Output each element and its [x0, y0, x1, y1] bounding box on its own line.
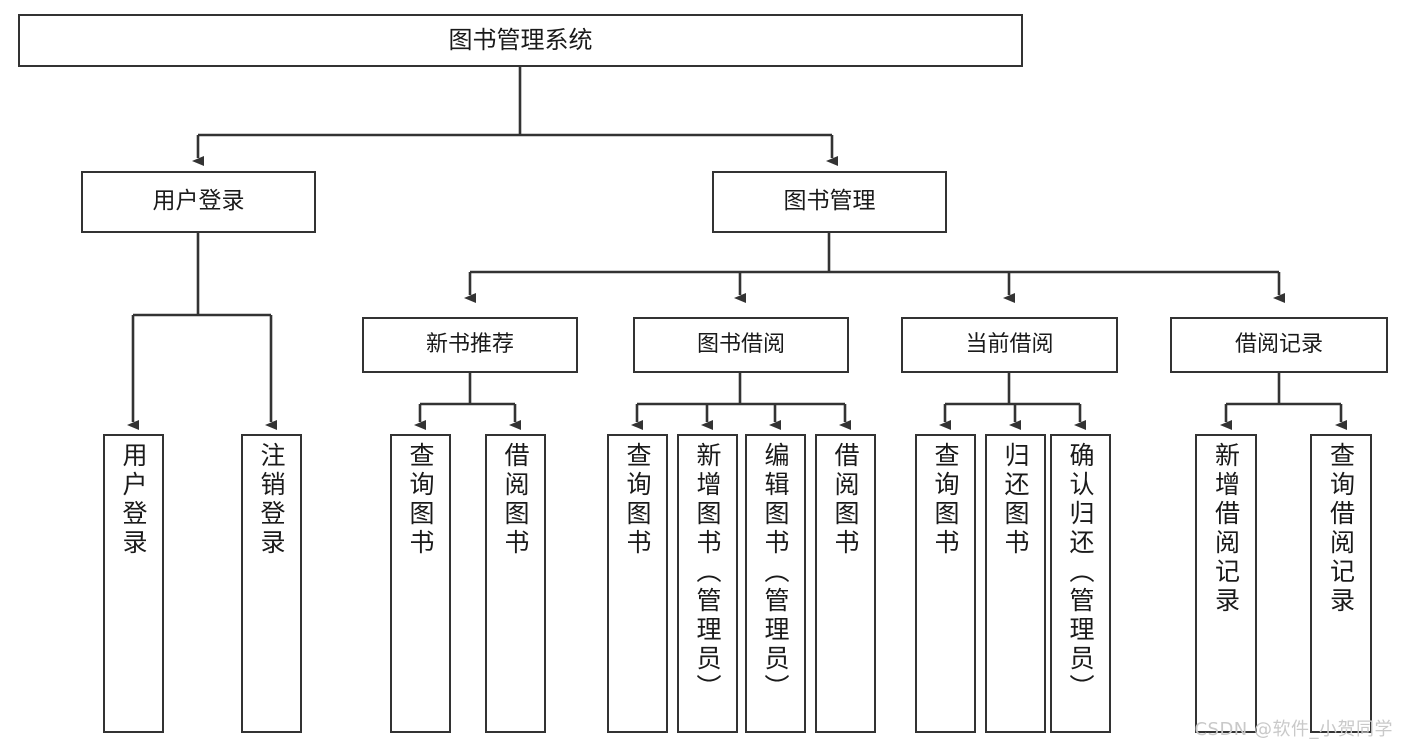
node-book-management-system[interactable]: 图书管理系统	[18, 14, 1023, 67]
leaf-add-borrow-record[interactable]: 新增借阅记录	[1195, 434, 1257, 733]
node-new-book-recommend[interactable]: 新书推荐	[362, 317, 578, 373]
node-label: 注销登录	[257, 442, 286, 558]
node-label: 查询图书	[623, 442, 652, 558]
node-label: 用户登录	[152, 188, 245, 215]
leaf-borrow-book-1[interactable]: 借阅图书	[485, 434, 546, 733]
node-book-manage[interactable]: 图书管理	[712, 171, 947, 233]
node-user-login[interactable]: 用户登录	[81, 171, 316, 233]
node-label: 编辑图书（管理员）	[761, 442, 790, 703]
node-label: 归还图书	[1001, 442, 1030, 558]
leaf-query-borrow-record[interactable]: 查询借阅记录	[1310, 434, 1372, 733]
leaf-query-book-3[interactable]: 查询图书	[915, 434, 976, 733]
leaf-query-book-2[interactable]: 查询图书	[607, 434, 668, 733]
leaf-return-book[interactable]: 归还图书	[985, 434, 1046, 733]
node-label: 用户登录	[119, 442, 148, 558]
leaf-borrow-book-2[interactable]: 借阅图书	[815, 434, 876, 733]
node-label: 图书借阅	[696, 332, 785, 358]
leaf-query-book-1[interactable]: 查询图书	[390, 434, 451, 733]
leaf-add-book[interactable]: 新增图书（管理员）	[677, 434, 738, 733]
node-book-borrow[interactable]: 图书借阅	[633, 317, 849, 373]
node-label: 借阅图书	[501, 442, 530, 558]
leaf-user-login[interactable]: 用户登录	[103, 434, 164, 733]
node-label: 查询图书	[406, 442, 435, 558]
csdn-watermark: CSDN @软件_小贺同学	[1194, 719, 1393, 740]
leaf-confirm-return[interactable]: 确认归还（管理员）	[1050, 434, 1111, 733]
node-borrow-record[interactable]: 借阅记录	[1170, 317, 1388, 373]
node-label: 图书管理系统	[448, 26, 593, 55]
node-label: 借阅图书	[831, 442, 860, 558]
node-label: 查询图书	[931, 442, 960, 558]
node-label: 借阅记录	[1234, 332, 1323, 358]
node-label: 新增图书（管理员）	[693, 442, 722, 703]
leaf-edit-book[interactable]: 编辑图书（管理员）	[745, 434, 806, 733]
node-label: 查询借阅记录	[1326, 442, 1356, 616]
node-current-borrow[interactable]: 当前借阅	[901, 317, 1118, 373]
leaf-logout[interactable]: 注销登录	[241, 434, 302, 733]
node-label: 新书推荐	[425, 332, 514, 358]
node-label: 新增借阅记录	[1211, 442, 1241, 616]
node-label: 当前借阅	[965, 332, 1054, 358]
node-label: 图书管理	[783, 188, 876, 215]
node-label: 确认归还（管理员）	[1066, 442, 1095, 703]
